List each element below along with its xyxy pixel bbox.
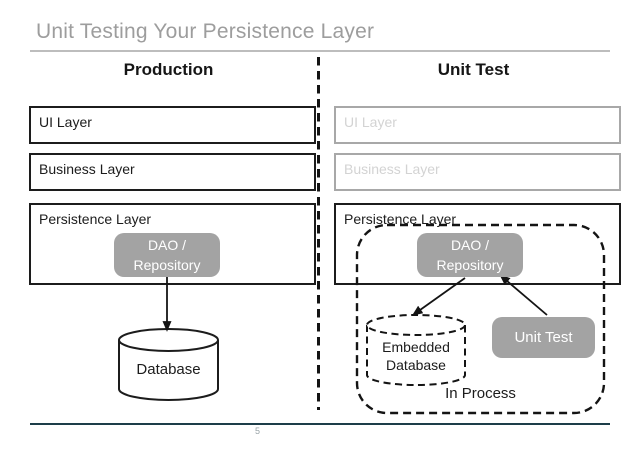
embedded-database-cylinder-top (366, 314, 466, 336)
unit-test-ui-layer-box: UI Layer (334, 106, 621, 144)
unit-test-dao-line2: Repository (436, 257, 504, 273)
embedded-database-label: Embedded Database (367, 338, 465, 374)
unit-test-dao-line1: DAO / (450, 237, 490, 253)
production-dao-line2: Repository (133, 257, 201, 273)
production-dao-line1: DAO / (147, 237, 187, 253)
page-number: 5 (255, 426, 261, 436)
slide-title: Unit Testing Your Persistence Layer (36, 20, 375, 43)
column-divider-dashed-line (317, 57, 320, 410)
production-ui-layer-box: UI Layer (29, 106, 316, 144)
production-header: Production (123, 60, 214, 79)
unit-test-runner-label: Unit Test (514, 328, 573, 346)
production-business-layer-box: Business Layer (29, 153, 316, 191)
production-ui-layer-label: UI Layer (39, 114, 92, 130)
unit-test-ui-layer-label: UI Layer (344, 114, 397, 130)
unit-test-business-layer-box: Business Layer (334, 153, 621, 191)
title-underline (30, 50, 610, 52)
unit-test-persistence-layer-label: Persistence Layer (344, 211, 457, 227)
embedded-database-line1: Embedded (382, 339, 450, 355)
production-persistence-layer-label: Persistence Layer (39, 211, 152, 227)
production-dao-repository-box: DAO / Repository (114, 233, 220, 277)
embedded-database-line2: Database (386, 357, 446, 373)
unit-test-runner-box: Unit Test (492, 317, 595, 358)
unit-test-to-dao-arrow (499, 274, 548, 316)
unit-test-header: Unit Test (437, 60, 510, 79)
database-cylinder-top (118, 328, 219, 352)
unit-test-business-layer-label: Business Layer (344, 161, 440, 177)
unit-test-dao-repository-box: DAO / Repository (417, 233, 523, 277)
footer-line (30, 423, 610, 425)
production-business-layer-label: Business Layer (39, 161, 135, 177)
in-process-label: In Process (445, 385, 516, 402)
database-label: Database (136, 361, 201, 378)
